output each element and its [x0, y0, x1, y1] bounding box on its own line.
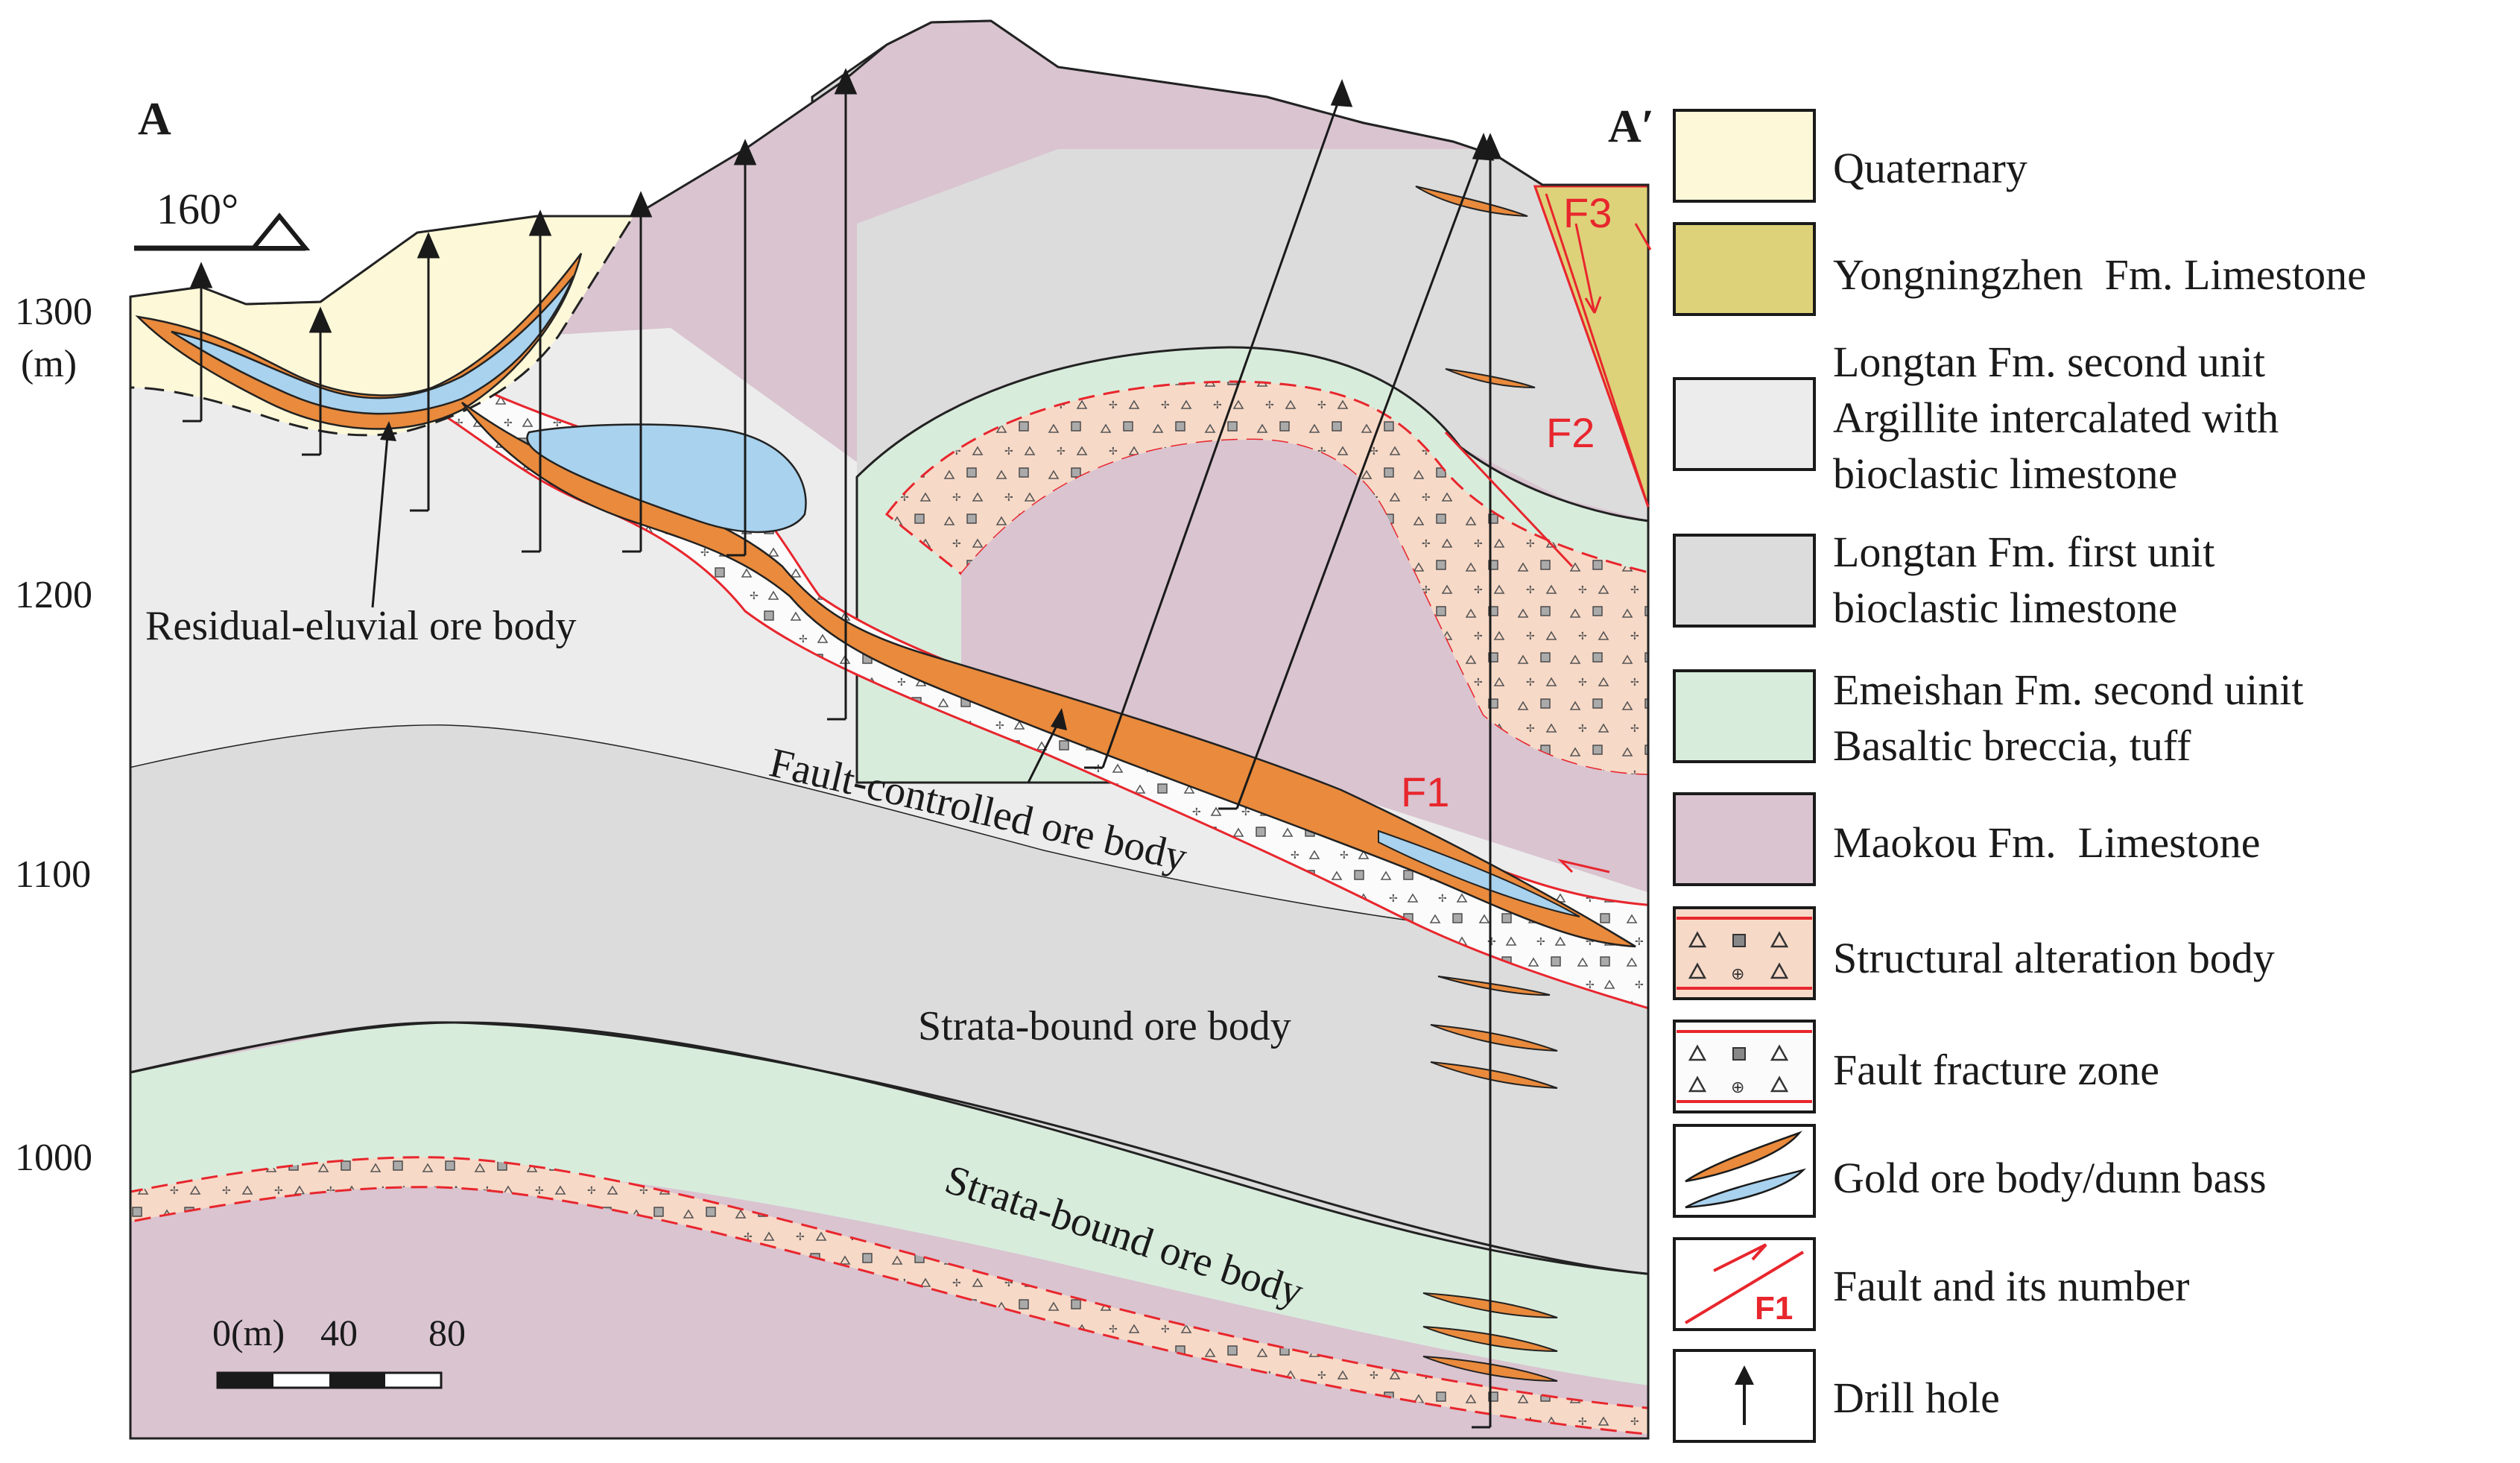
fault-label-f1: F1: [1401, 768, 1449, 815]
svg-text:⊕: ⊕: [1731, 1078, 1744, 1096]
fault-controlled-ore: [461, 401, 1636, 948]
legend-label-quaternary: Quaternary: [1833, 144, 2027, 192]
legend-label-longtan2-3: bioclastic limestone: [1833, 449, 2177, 498]
unit-longtan1: [130, 723, 1648, 1276]
elevation-tick-1200: 1200: [15, 574, 92, 616]
svg-text:F1: F1: [1755, 1290, 1793, 1327]
legend-swatch-fault: F1: [1673, 1237, 1816, 1331]
legend-label-emeishan-1: Emeishan Fm. second uinit: [1833, 666, 2304, 714]
legend-swatch-maokou: [1673, 792, 1816, 886]
svg-text:40: 40: [320, 1312, 358, 1353]
drill-hole: [183, 262, 213, 423]
legend-label-longtan1-2: bioclastic limestone: [1833, 584, 2177, 632]
scale-bar: 0(m) 40 80: [212, 1312, 466, 1389]
legend-label-fracture: Fault fracture zone: [1833, 1046, 2159, 1094]
legend-swatch-fracture: ⊕: [1673, 1020, 1816, 1113]
legend-swatch-longtan2: [1673, 377, 1816, 471]
svg-text:80: 80: [428, 1312, 466, 1353]
label-residual-eluvial: Residual-eluvial ore body: [145, 603, 577, 649]
legend: Quaternary Yongningzhen Fm. Limestone Lo…: [1673, 109, 2367, 1443]
drill-hole: [1084, 78, 1353, 769]
legend-swatch-yongningzhen: [1673, 222, 1816, 316]
legend-label-longtan2-1: Longtan Fm. second unit: [1833, 338, 2265, 386]
svg-text:⊕: ⊕: [1731, 964, 1744, 983]
section-body: A A′ 160° 1300 (m) 1200 1100 1000 Residu…: [15, 19, 1654, 1440]
legend-label-emeishan-2: Basaltic breccia, tuff: [1833, 721, 2191, 770]
section-start-label: A: [138, 94, 171, 145]
svg-text:0(m): 0(m): [212, 1312, 285, 1353]
legend-label-maokou: Maokou Fm. Limestone: [1833, 818, 2261, 867]
legend-swatch-quaternary: [1673, 109, 1816, 203]
legend-label-fault: Fault and its number: [1833, 1262, 2189, 1310]
fault-dunn-bass-lower: [1378, 830, 1580, 917]
drill-hole: [622, 191, 653, 553]
maokou-core: [961, 440, 1648, 894]
section-outline: [129, 19, 1650, 1440]
drill-hole: [522, 209, 552, 553]
drill-hole: [726, 139, 757, 557]
drill-hole: [827, 68, 858, 721]
drill-hole: [1472, 133, 1502, 1429]
unit-emeishan-lower: [130, 1022, 1648, 1386]
drill-holes: [183, 68, 1502, 1429]
legend-swatch-longtan1: [1673, 534, 1816, 628]
legend-swatch-drill-hole: [1673, 1349, 1816, 1443]
legend-label-yongningzhen: Yongningzhen Fm. Limestone: [1833, 250, 2367, 299]
elevation-tick-1100: 1100: [15, 853, 91, 896]
svg-text:160°: 160°: [156, 185, 238, 233]
legend-label-longtan1-1: Longtan Fm. first unit: [1833, 528, 2215, 576]
drill-hole: [302, 306, 332, 456]
elevation-axis: 1300 (m) 1200 1100 1000: [15, 291, 92, 1179]
fault-lines: [1444, 193, 1652, 873]
elevation-tick-1000: 1000: [15, 1137, 92, 1179]
fault-dunn-bass: [526, 423, 807, 534]
lower-alteration-strip: [130, 1156, 1648, 1436]
legend-swatch-emeishan: [1673, 669, 1816, 763]
fault-label-f3: F3: [1563, 189, 1612, 236]
legend-label-alteration: Structural alteration body: [1833, 934, 2275, 982]
legend-label-longtan2-2: Argillite intercalated with: [1833, 394, 2279, 442]
label-strata-bound-upper: Strata-bound ore body: [918, 1003, 1291, 1049]
elevation-tick-1300: 1300: [15, 291, 92, 333]
legend-swatch-gold-ore: [1673, 1124, 1816, 1218]
legend-label-gold-ore: Gold ore body/dunn bass: [1833, 1154, 2267, 1202]
drill-hole: [410, 232, 440, 512]
fault-label-f2: F2: [1546, 409, 1595, 456]
azimuth-marker: 160°: [134, 185, 311, 251]
elevation-unit: (m): [21, 343, 77, 385]
section-end-label: A′: [1608, 101, 1654, 152]
legend-label-drill-hole: Drill hole: [1833, 1374, 2000, 1422]
legend-swatch-alteration: ⊕: [1673, 906, 1816, 1000]
